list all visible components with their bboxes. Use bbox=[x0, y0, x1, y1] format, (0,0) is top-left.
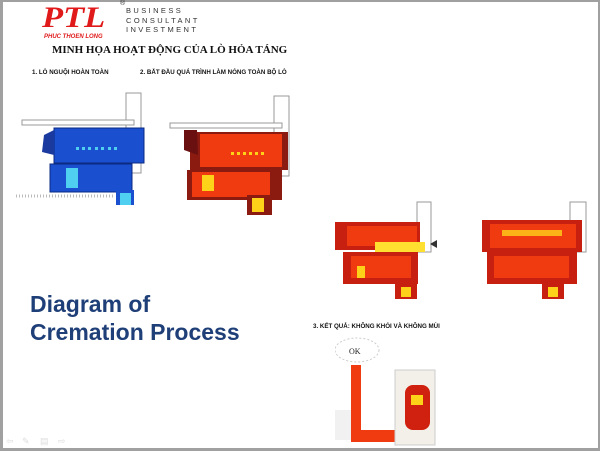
pen-icon[interactable]: ✎ bbox=[22, 436, 30, 446]
loading-furnace-diagram bbox=[335, 201, 437, 299]
heading-line-2: Cremation Process bbox=[30, 319, 240, 345]
step-3-label: 3. KẾT QUẢ: KHÔNG KHÓI VÀ KHÔNG MÙI bbox=[313, 323, 440, 330]
logo-text: PTL bbox=[42, 1, 106, 34]
slide-heading: Diagram of Cremation Process bbox=[30, 290, 240, 346]
step-1-label: 1. LÒ NGUỘI HOÀN TOÀN bbox=[32, 69, 109, 76]
cold-furnace-diagram bbox=[16, 92, 145, 205]
result-furnace-diagram: OK bbox=[335, 337, 436, 446]
tagline: BUSINESS CONSULTANT INVESTMENT bbox=[126, 6, 200, 35]
ptl-logo: PTL PHUC THOEN LONG ® bbox=[42, 0, 126, 43]
logo-subtext: PHUC THOEN LONG bbox=[44, 34, 103, 40]
tagline-line: BUSINESS bbox=[126, 6, 184, 15]
next-arrow-icon[interactable]: ⇨ bbox=[58, 436, 66, 446]
step-2-label: 2. BẮT ĐẦU QUÁ TRÌNH LÀM NÓNG TOÀN BỘ LÒ bbox=[140, 69, 287, 76]
heading-line-1: Diagram of bbox=[30, 291, 151, 317]
tagline-line: INVESTMENT bbox=[126, 25, 199, 34]
prev-arrow-icon[interactable]: ⇦ bbox=[6, 436, 14, 446]
slide-title: MINH HỌA HOẠT ĐỘNG CỦA LÒ HỎA TÁNG bbox=[52, 44, 288, 56]
cloud-label: OK bbox=[349, 347, 361, 356]
registered-mark: ® bbox=[120, 0, 126, 7]
menu-icon[interactable]: ▤ bbox=[40, 436, 49, 446]
tagline-line: CONSULTANT bbox=[126, 15, 200, 25]
heating-furnace-diagram bbox=[169, 95, 290, 215]
burning-furnace-diagram bbox=[482, 201, 587, 299]
